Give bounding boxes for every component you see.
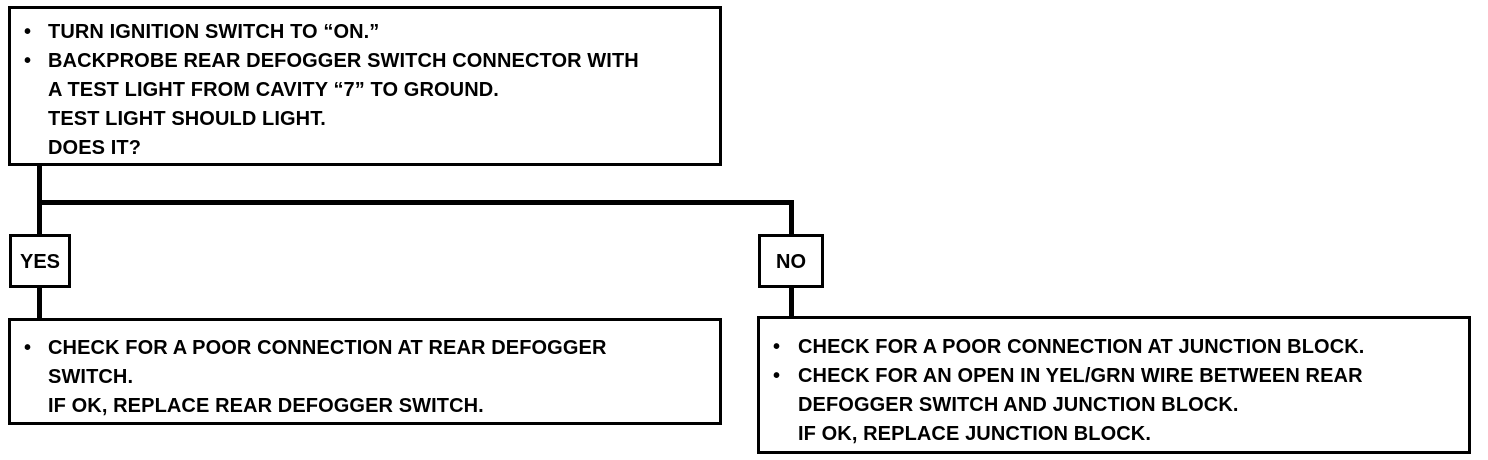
yes-label-box: YES (9, 234, 71, 288)
question-box: • TURN IGNITION SWITCH TO “ON.” • BACKPR… (8, 6, 722, 166)
question-step-backprobe-line-2: A TEST LIGHT FROM CAVITY “7” TO GROUND. (48, 79, 499, 101)
yes-step-check-line-2: SWITCH. (48, 366, 134, 388)
connector-horizontal (37, 200, 794, 205)
question-expectation: TEST LIGHT SHOULD LIGHT. (48, 108, 326, 130)
bullet-glyph: • (24, 337, 32, 359)
yes-step-replace: IF OK, REPLACE REAR DEFOGGER SWITCH. (48, 395, 484, 417)
yes-result-box: • CHECK FOR A POOR CONNECTION AT REAR DE… (8, 318, 722, 425)
connector-yes-down (37, 286, 42, 320)
no-label-box: NO (758, 234, 824, 288)
question-prompt: DOES IT? (48, 137, 142, 159)
connector-no-down (789, 286, 794, 320)
question-step-backprobe-line-1: BACKPROBE REAR DEFOGGER SWITCH CONNECTOR… (48, 50, 639, 72)
bullet-glyph: • (24, 50, 32, 72)
connector-no-drop (789, 200, 794, 235)
bullet-glyph: • (773, 365, 781, 387)
no-step-check-wire-line-1: CHECK FOR AN OPEN IN YEL/GRN WIRE BETWEE… (798, 365, 1363, 387)
no-result-box: • CHECK FOR A POOR CONNECTION AT JUNCTIO… (757, 316, 1471, 454)
no-step-replace: IF OK, REPLACE JUNCTION BLOCK. (798, 423, 1152, 445)
bullet-glyph: • (773, 336, 781, 358)
yes-label: YES (19, 251, 61, 273)
yes-step-check-line-1: CHECK FOR A POOR CONNECTION AT REAR DEFO… (48, 337, 607, 359)
question-step-ignition: TURN IGNITION SWITCH TO “ON.” (48, 21, 380, 43)
bullet-glyph: • (24, 21, 32, 43)
no-label: NO (776, 251, 806, 273)
no-step-check-wire-line-2: DEFOGGER SWITCH AND JUNCTION BLOCK. (798, 394, 1239, 416)
no-step-check-junction: CHECK FOR A POOR CONNECTION AT JUNCTION … (798, 336, 1365, 358)
